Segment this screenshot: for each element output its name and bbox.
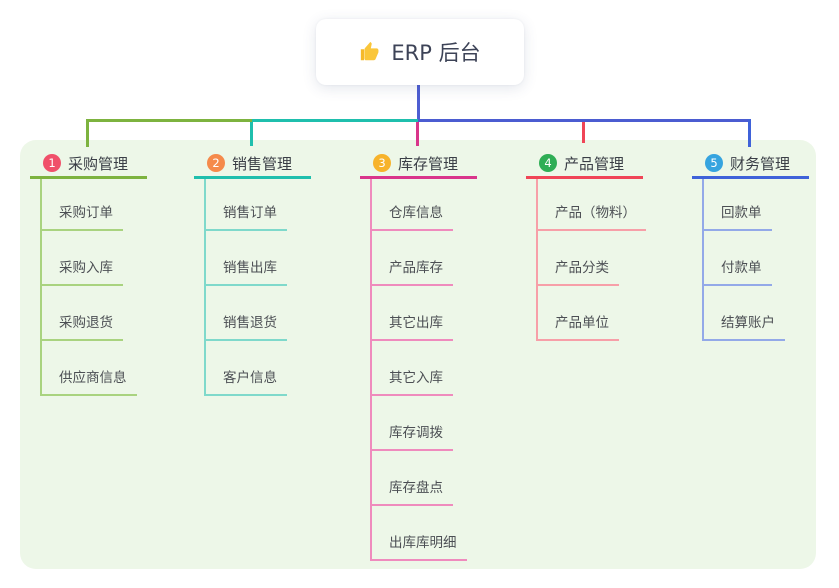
- child-node[interactable]: 库存盘点: [372, 479, 453, 506]
- branch-number-badge: 1: [43, 154, 61, 172]
- child-node[interactable]: 产品库存: [372, 259, 453, 286]
- branch-children-inventory: 仓库信息 产品库存 其它出库 其它入库 库存调拨 库存盘点 出库库明细: [370, 179, 467, 561]
- branch-drop-finance: [748, 119, 751, 147]
- child-node[interactable]: 其它出库: [372, 314, 453, 341]
- branch-label: 采购管理: [68, 154, 129, 173]
- child-node[interactable]: 其它入库: [372, 369, 453, 396]
- branch-label: 产品管理: [564, 154, 625, 173]
- branch-header-purchase[interactable]: 1 采购管理: [30, 150, 147, 179]
- diagram-background-panel: [20, 140, 816, 569]
- child-node[interactable]: 采购退货: [42, 314, 123, 341]
- branch-drop-purchase: [86, 119, 89, 147]
- bus-segment-green: [86, 119, 252, 122]
- child-node[interactable]: 销售订单: [206, 204, 287, 231]
- branch-number-badge: 2: [207, 154, 225, 172]
- branch-header-finance[interactable]: 5 财务管理: [692, 150, 809, 179]
- child-node[interactable]: 结算账户: [704, 314, 785, 341]
- branch-header-product[interactable]: 4 产品管理: [526, 150, 643, 179]
- child-node[interactable]: 销售退货: [206, 314, 287, 341]
- branch-drop-product: [582, 122, 585, 143]
- branch-label: 销售管理: [232, 154, 293, 173]
- branch-drop-sales: [250, 122, 253, 146]
- child-node[interactable]: 付款单: [704, 259, 772, 286]
- child-node[interactable]: 采购订单: [42, 204, 123, 231]
- child-node[interactable]: 产品（物料）: [538, 204, 646, 231]
- branch-label: 财务管理: [730, 154, 791, 173]
- root-node[interactable]: ERP 后台: [316, 19, 524, 85]
- branch-children-sales: 销售订单 销售出库 销售退货 客户信息: [204, 179, 287, 396]
- root-label: ERP 后台: [391, 41, 481, 65]
- child-node[interactable]: 出库库明细: [372, 534, 467, 561]
- child-node[interactable]: 销售出库: [206, 259, 287, 286]
- child-node[interactable]: 采购入库: [42, 259, 123, 286]
- branch-label: 库存管理: [398, 154, 459, 173]
- child-node[interactable]: 产品单位: [538, 314, 619, 341]
- branch-header-inventory[interactable]: 3 库存管理: [360, 150, 477, 179]
- branch-number-badge: 3: [373, 154, 391, 172]
- branch-children-finance: 回款单 付款单 结算账户: [702, 179, 785, 341]
- child-node[interactable]: 库存调拨: [372, 424, 453, 451]
- branch-number-badge: 5: [705, 154, 723, 172]
- branch-number-badge: 4: [539, 154, 557, 172]
- child-node[interactable]: 供应商信息: [42, 369, 137, 396]
- child-node[interactable]: 客户信息: [206, 369, 287, 396]
- branch-drop-inventory: [416, 122, 419, 146]
- bus-segment-blue: [418, 119, 751, 122]
- root-connector-line: [417, 85, 420, 122]
- branch-header-sales[interactable]: 2 销售管理: [194, 150, 311, 179]
- bus-segment-teal: [252, 119, 418, 122]
- child-node[interactable]: 仓库信息: [372, 204, 453, 231]
- branch-children-product: 产品（物料） 产品分类 产品单位: [536, 179, 646, 341]
- branch-children-purchase: 采购订单 采购入库 采购退货 供应商信息: [40, 179, 137, 396]
- child-node[interactable]: 产品分类: [538, 259, 619, 286]
- thumbs-up-icon: [359, 41, 381, 63]
- child-node[interactable]: 回款单: [704, 204, 772, 231]
